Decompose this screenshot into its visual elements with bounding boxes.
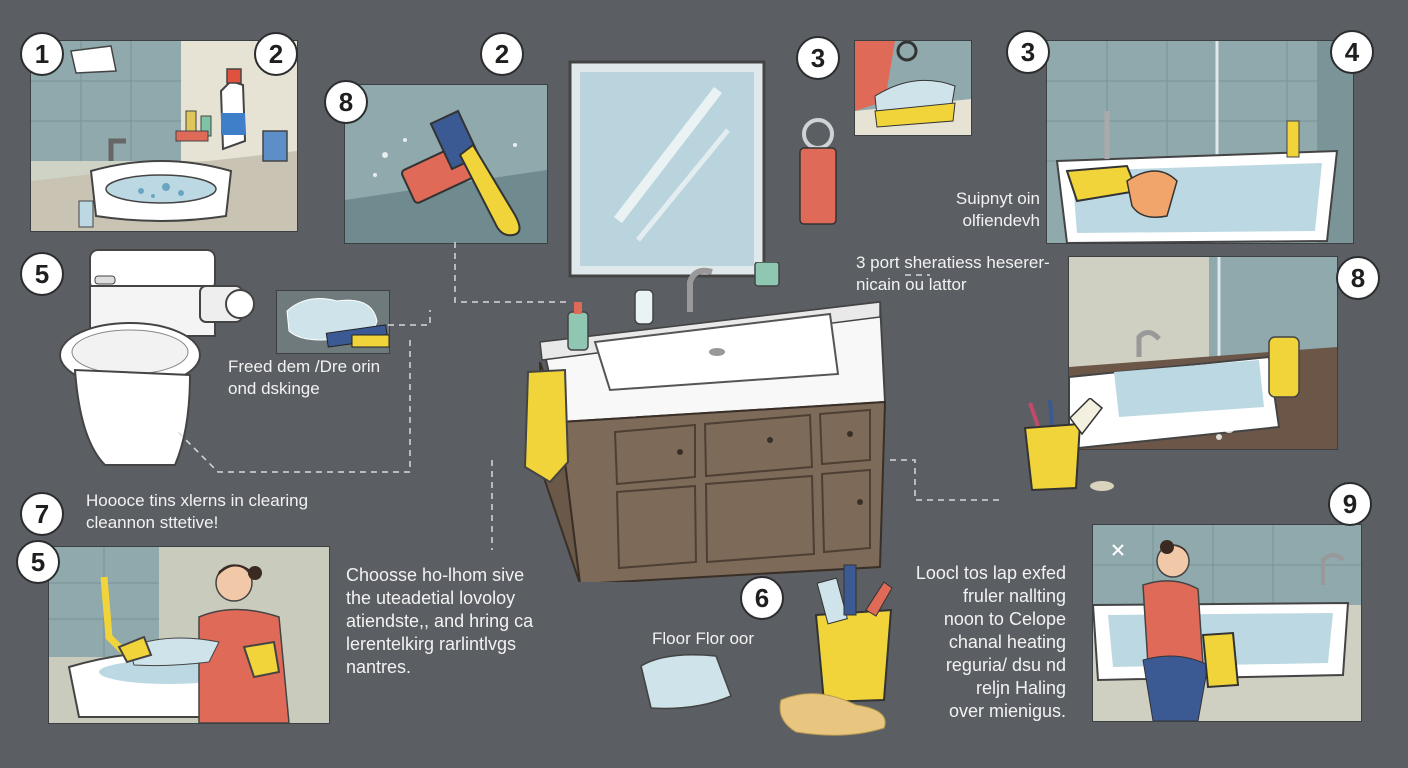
caption-choosse: Choosse ho-lhom sive the uteadetial lovo…	[346, 565, 534, 677]
panel-person-sink	[48, 546, 330, 724]
glove-icon	[1201, 631, 1240, 689]
step-badge: 3	[796, 36, 840, 80]
step-badge: 9	[1328, 482, 1372, 526]
bucket-icon	[1023, 398, 1114, 492]
caption-loocl: Loocl tos lap exfed fruler nallting noon…	[915, 563, 1066, 721]
panel-person-bathtub	[1092, 524, 1362, 722]
step-badge: 7	[20, 492, 64, 536]
step-badge: 5	[20, 252, 64, 296]
panel-bathtub-supplies	[1068, 256, 1338, 450]
caption-floor: Floor Flor oor	[652, 629, 755, 648]
caption-freed: Freed dem /Dre orin ond dskinge	[228, 357, 381, 398]
panel-bathtub-glove	[1046, 40, 1354, 244]
caption-port: 3 port sheratiess heserer- nicain ou lat…	[856, 253, 1050, 294]
panel-sponge-wipe	[854, 40, 972, 136]
caption-hoose: Hoooce tins xlerns in clearing cleannon …	[86, 491, 309, 532]
panel-sponge-foam	[276, 290, 390, 354]
step-badge: 2	[480, 32, 524, 76]
bucket-icon	[779, 564, 893, 736]
step-badge: 1	[20, 32, 64, 76]
step-badge: 8	[1336, 256, 1380, 300]
towel-ring-icon	[799, 118, 837, 225]
step-badge: 5	[16, 540, 60, 584]
panel-scraper	[344, 84, 548, 244]
floor-cloth	[640, 654, 732, 710]
step-badge: 4	[1330, 30, 1374, 74]
caption-suipnyt: Suipnyt oin olfiendevh	[955, 189, 1040, 230]
glove-icon	[242, 640, 281, 679]
vanity-cabinet	[523, 262, 887, 582]
toilet-icon	[59, 249, 255, 466]
scraper-icon	[400, 109, 521, 237]
step-badge: 6	[740, 576, 784, 620]
step-badge: 8	[324, 80, 368, 124]
step-badge: 2	[254, 32, 298, 76]
step-badge: 3	[1006, 30, 1050, 74]
mirror-icon	[568, 60, 766, 278]
